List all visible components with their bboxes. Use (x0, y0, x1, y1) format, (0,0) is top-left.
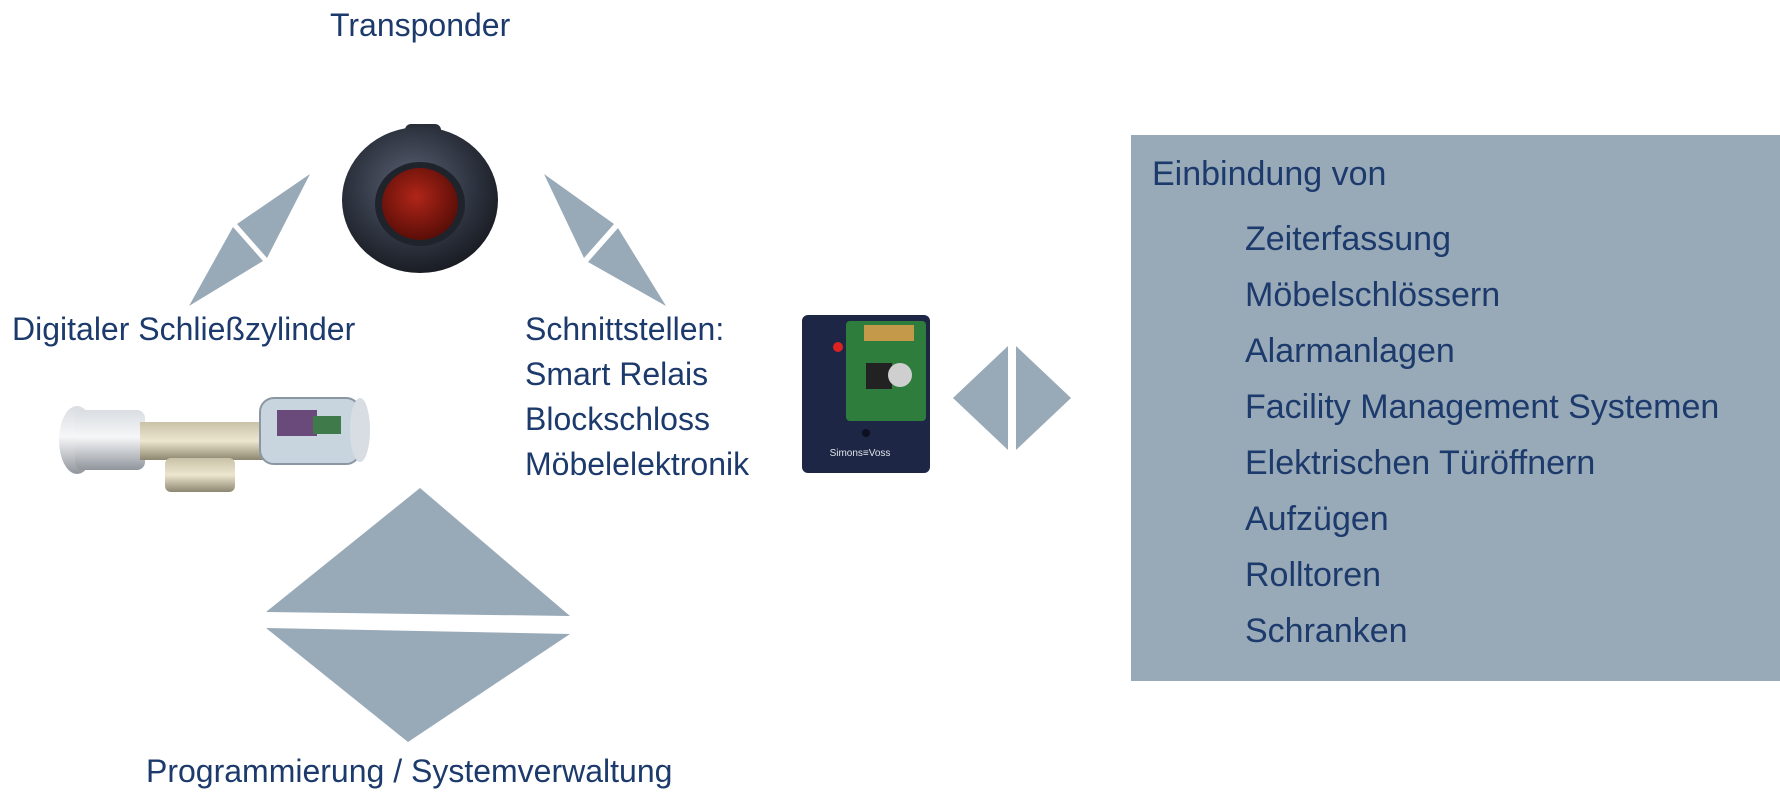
arrow-transponder-cylinder (189, 174, 310, 306)
interfaces-heading: Schnittstellen: (525, 311, 725, 347)
integration-box: Einbindung von Zeiterfassung Möbelschlös… (1131, 135, 1780, 681)
transponder-label: Transponder (330, 7, 511, 43)
arrow-transponder-interfaces (544, 174, 666, 306)
cylinder-image (59, 397, 370, 492)
integration-item: Zeiterfassung (1245, 220, 1451, 258)
integration-item: Elektrischen Türöffnern (1245, 444, 1596, 482)
transponder-image (342, 124, 498, 273)
interfaces-label: Schnittstellen: Smart Relais Blockschlos… (525, 307, 749, 487)
integration-list: Zeiterfassung Möbelschlössern Alarmanlag… (1245, 211, 1719, 659)
programming-label: Programmierung / Systemverwaltung (146, 753, 673, 789)
cylinder-label: Digitaler Schließzylinder (12, 311, 356, 347)
integration-item: Schranken (1245, 612, 1408, 650)
device-brand: Simons≡Voss (830, 448, 891, 459)
integration-item: Aufzügen (1245, 500, 1389, 538)
integration-item: Alarmanlagen (1245, 332, 1455, 370)
arrow-cylinder-programming (266, 488, 570, 742)
integration-item: Rolltoren (1245, 556, 1382, 594)
integration-title: Einbindung von (1152, 155, 1387, 193)
interface-item: Möbelelektronik (525, 446, 750, 482)
arrow-interfaces-integration (953, 346, 1071, 450)
integration-item: Möbelschlössern (1245, 276, 1501, 314)
interface-item: Blockschloss (525, 401, 710, 437)
interface-item: Smart Relais (525, 356, 709, 392)
integration-item: Facility Management Systemen (1245, 388, 1720, 426)
smart-relay-image: Simons≡Voss (802, 315, 930, 473)
